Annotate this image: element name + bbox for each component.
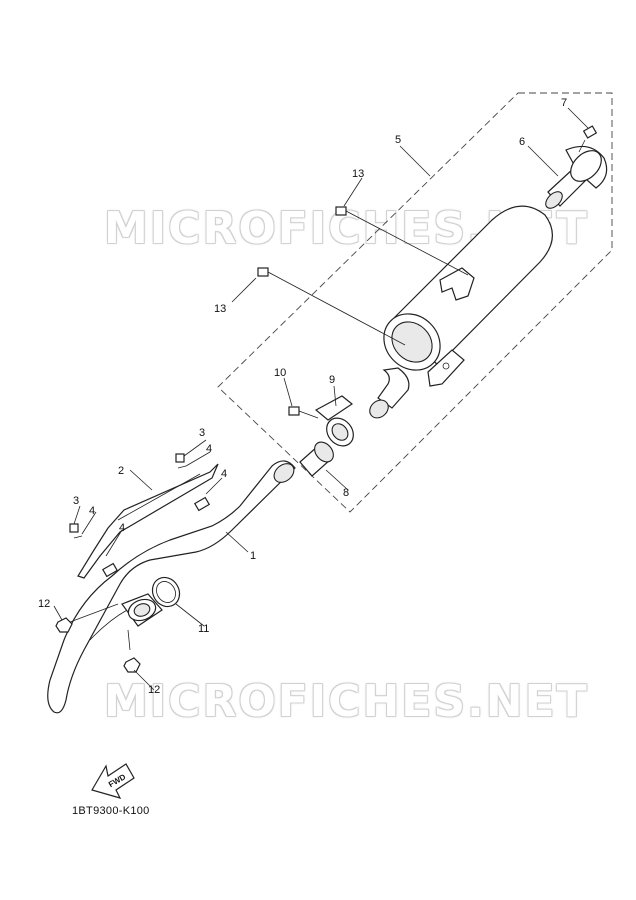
clamp-9 bbox=[314, 395, 354, 447]
callout-4-d: 4 bbox=[119, 522, 125, 534]
callout-13-lower: 13 bbox=[214, 303, 226, 315]
callout-12-lower: 12 bbox=[148, 684, 160, 696]
callout-3-lower: 3 bbox=[73, 495, 79, 507]
nut-12-upper bbox=[55, 617, 73, 633]
callout-2: 2 bbox=[118, 465, 124, 477]
callout-13-upper: 13 bbox=[352, 168, 364, 180]
diagram-code: 1BT9300-K100 bbox=[72, 805, 150, 817]
callout-10: 10 bbox=[274, 367, 286, 379]
exhaust-pipe bbox=[47, 460, 296, 714]
muffler-body bbox=[383, 205, 553, 387]
muffler-inlet-pipe bbox=[377, 367, 410, 409]
forward-arrow-icon: FWD bbox=[91, 763, 135, 799]
screw-3-lower bbox=[69, 523, 79, 533]
bolt-7 bbox=[578, 125, 598, 153]
callout-5: 5 bbox=[395, 134, 401, 146]
callout-9: 9 bbox=[329, 374, 335, 386]
watermark-bottom: MICROFICHES.NET bbox=[104, 676, 589, 727]
heat-protector bbox=[77, 463, 219, 579]
nut-12-lower bbox=[123, 657, 141, 673]
gasket-8 bbox=[299, 441, 334, 477]
callout-1: 1 bbox=[250, 550, 256, 562]
bolt-10 bbox=[288, 406, 319, 419]
washer-4-b bbox=[73, 535, 83, 539]
callout-4-a: 4 bbox=[206, 443, 212, 455]
callout-6: 6 bbox=[519, 136, 525, 148]
callout-11: 11 bbox=[198, 623, 209, 635]
leader-lines bbox=[53, 107, 589, 691]
callout-3-upper: 3 bbox=[199, 427, 205, 439]
callout-8: 8 bbox=[343, 487, 349, 499]
end-cap bbox=[545, 145, 608, 209]
callout-4-c: 4 bbox=[89, 505, 95, 517]
washer-4-a bbox=[177, 465, 187, 469]
muffler-inlet-end bbox=[369, 399, 389, 419]
callout-7: 7 bbox=[561, 97, 567, 109]
muffler-assembly-boundary bbox=[217, 92, 613, 513]
gasket-11 bbox=[151, 576, 181, 608]
callout-4-b: 4 bbox=[221, 468, 227, 480]
bolt-13-lower bbox=[257, 267, 406, 346]
screw-3-upper bbox=[175, 453, 185, 463]
callout-12-upper: 12 bbox=[38, 598, 50, 610]
bolt-13-upper bbox=[335, 206, 469, 276]
